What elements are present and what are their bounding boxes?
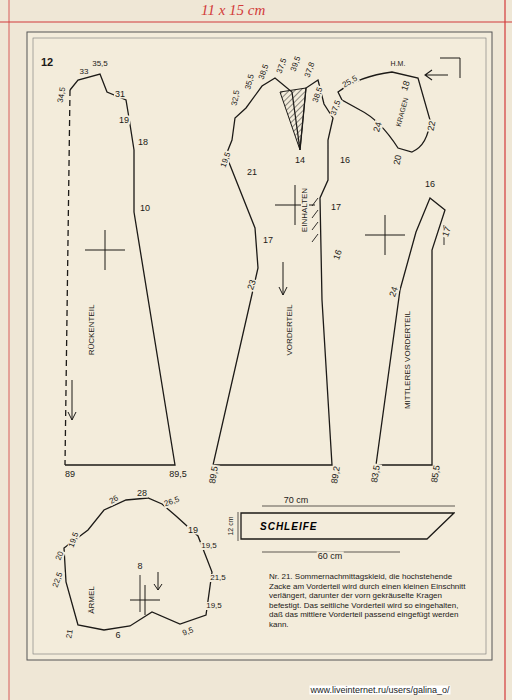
piece-name: SCHLEIFE	[260, 521, 317, 532]
pattern-label: H.M.	[390, 60, 407, 67]
pattern-label: VORDERTEIL	[286, 304, 294, 357]
measurement-number: 89	[64, 470, 76, 479]
measurement-number: 89,5	[168, 470, 188, 479]
pattern-label: RÜCKENTEIL	[88, 304, 96, 357]
measurement-number: 16	[339, 156, 351, 165]
measurement-number: 17	[262, 236, 274, 245]
measurement-number: 16	[424, 180, 436, 189]
pattern-label: 19,5	[200, 542, 218, 550]
bow-piece: SCHLEIFE	[240, 512, 455, 540]
pattern-label: ÄRMEL	[88, 585, 96, 615]
pattern-label: MITTLERES VORDERTEIL	[404, 310, 412, 410]
measurement-number: 28	[136, 489, 148, 498]
measurement-number: 6	[114, 631, 121, 640]
pattern-label: EINHALTEN	[301, 187, 309, 233]
measurement-number: 19	[118, 116, 130, 125]
measurement-number: 10	[139, 204, 151, 213]
measurement-number: 18	[137, 138, 149, 147]
measurement-number: 31	[114, 90, 126, 99]
pattern-label: 21,5	[209, 574, 227, 582]
measurement-number: 17	[330, 203, 342, 212]
pattern-label: 35,5	[91, 60, 109, 68]
pattern-label: 12 cm	[227, 515, 234, 536]
description-caption: Nr. 21. Sommernachmittagskleid, die hoch…	[268, 572, 470, 630]
measurement-number: 19	[187, 526, 199, 535]
measurement-number: www.liveinternet.ru/users/galina_o/	[309, 686, 450, 695]
measurement-number: 12	[40, 57, 54, 68]
pattern-label: 19,5	[205, 602, 223, 610]
measurement-number: 60 cm	[317, 552, 344, 561]
pattern-label: 33	[79, 68, 90, 76]
measurement-number: 70 cm	[283, 496, 310, 505]
sheet-size-title: 11 x 15 cm	[200, 3, 266, 18]
measurement-number: 21	[246, 168, 258, 177]
measurement-number: 14	[294, 156, 306, 165]
measurement-number: 8	[136, 562, 143, 571]
